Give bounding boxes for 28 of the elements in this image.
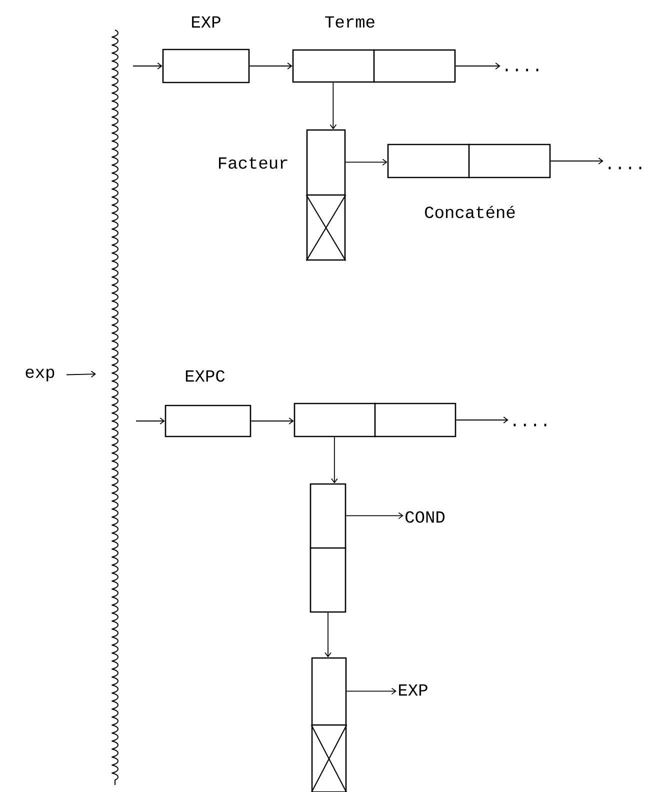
record-box bbox=[310, 483, 346, 613]
box-label: Concaténé bbox=[425, 206, 515, 218]
box-label: Facteur bbox=[219, 157, 288, 169]
arrow bbox=[132, 62, 162, 70]
bare-text: EXP bbox=[399, 684, 428, 696]
arrow bbox=[250, 418, 294, 424]
bare-text: exp bbox=[26, 368, 54, 382]
box-label: Terme bbox=[325, 16, 374, 28]
arrow bbox=[330, 82, 337, 130]
record-box bbox=[294, 402, 456, 438]
arrow bbox=[324, 612, 332, 658]
bare-text: .... bbox=[506, 68, 538, 72]
arrow bbox=[249, 62, 292, 70]
arrow bbox=[136, 418, 165, 424]
bare-text: .... bbox=[608, 166, 642, 170]
arrow bbox=[330, 436, 338, 484]
arrow bbox=[346, 512, 404, 520]
bare-text: .... bbox=[514, 424, 546, 426]
box-label: EXP bbox=[192, 16, 220, 28]
arrow bbox=[550, 158, 604, 164]
arrow bbox=[66, 370, 96, 378]
record-box bbox=[310, 657, 348, 792]
bare-text: COND bbox=[406, 511, 445, 523]
arrow bbox=[345, 158, 388, 166]
arrow bbox=[346, 688, 396, 695]
box-label: EXPC bbox=[186, 370, 225, 382]
arrow bbox=[455, 62, 500, 70]
arrow bbox=[456, 416, 508, 424]
